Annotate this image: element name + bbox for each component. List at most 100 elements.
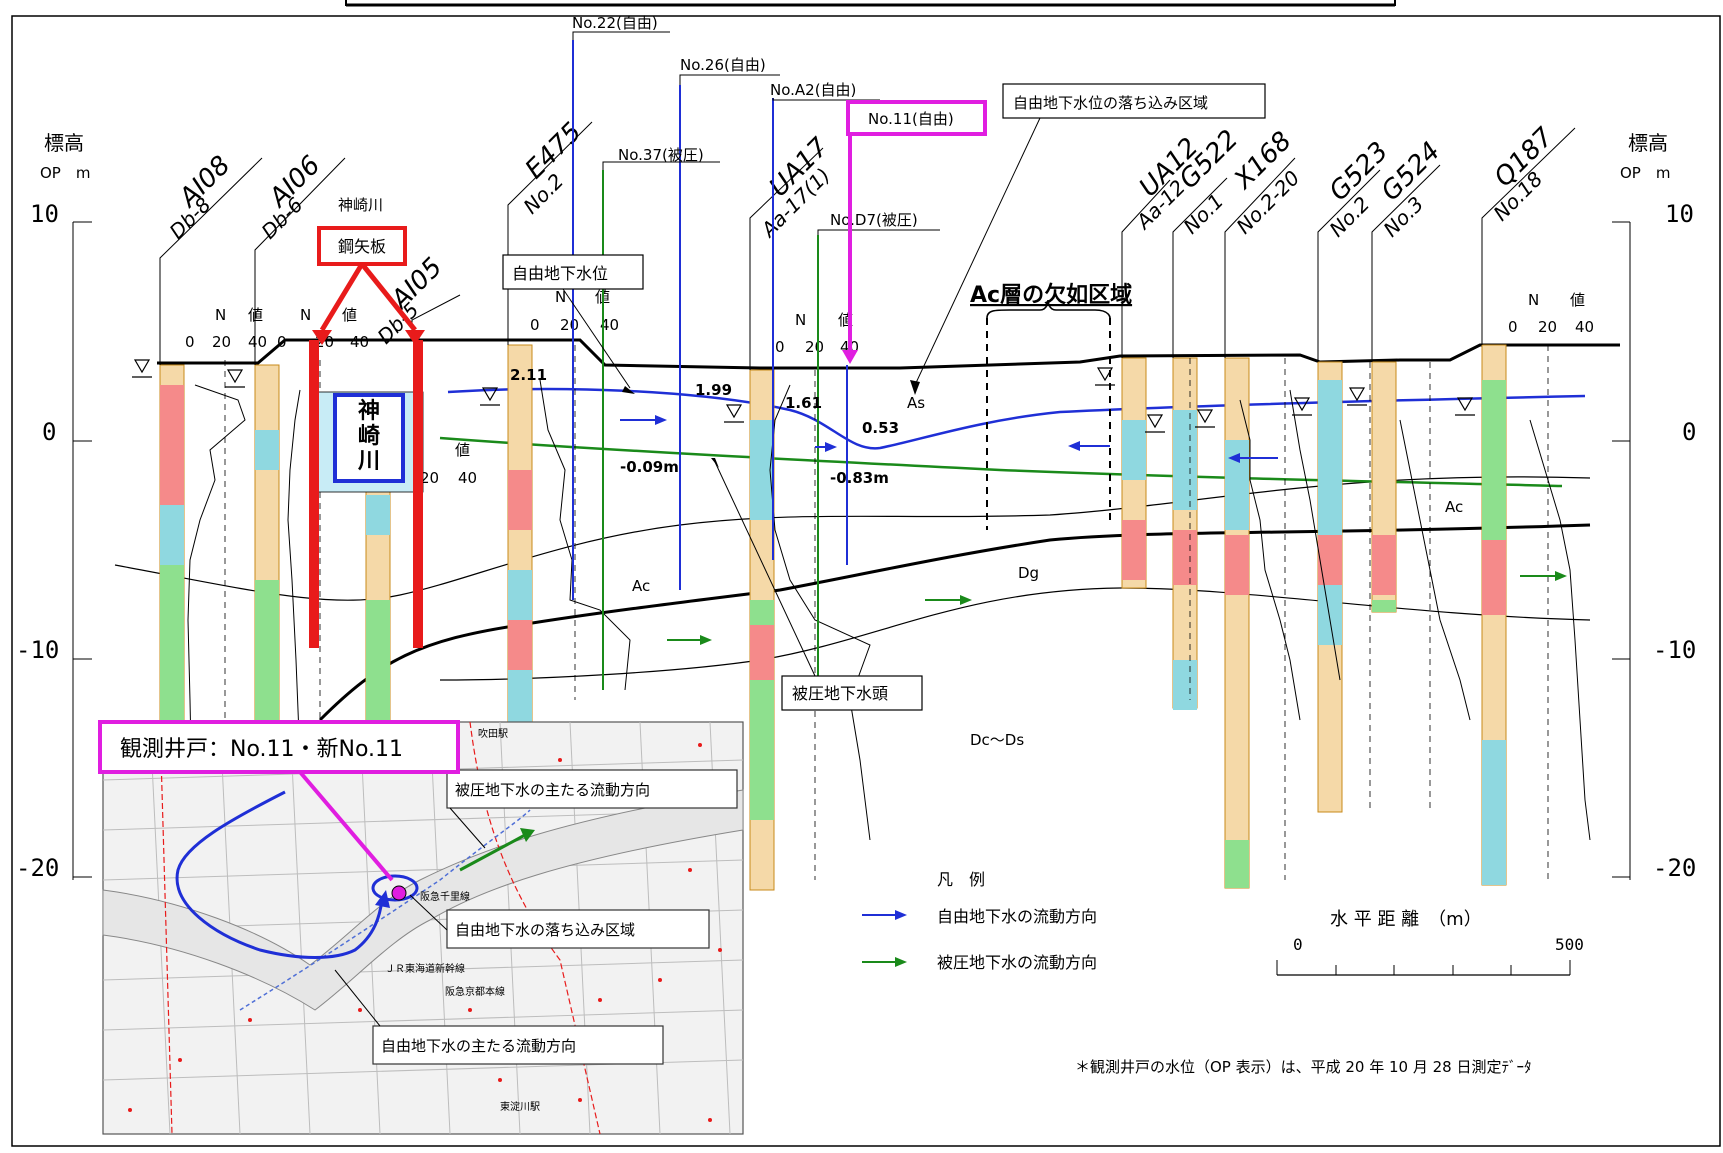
water-level-markers [132,359,1475,433]
map-station-top: 吹田駅 [478,727,508,740]
bh-sub-g523: No.2 [1325,192,1375,242]
legend-title: 凡 例 [937,870,985,889]
sheet-pile-left [309,340,319,648]
nvalue-chi-2: 値 [342,306,357,324]
river-name-box [333,393,405,483]
map-callout-drop-box [446,909,710,949]
no11-highlight: No.11(自由) [842,100,987,364]
bh-sub-e475: No.2 [519,169,569,219]
free-groundwater-line [447,387,1586,450]
layer-ac: Ac [632,577,650,595]
nvalue-chi-6: 値 [1570,291,1585,309]
nvalue-n-4: N [795,311,806,329]
scale-zero: 0 [1293,935,1303,954]
nvalue-tick-4a: 0 [775,338,785,356]
map-river [102,789,744,1011]
nvalue-tick-1a: 0 [185,333,195,351]
callout-confined-label: 被圧地下水頭 [792,684,888,703]
callout-free-gw-level: 自由地下水位 [502,254,644,394]
left-tick-0: 0 [42,418,56,446]
map-callout-drop: 自由地下水の落ち込み区域 [455,921,635,939]
map-well-no11-dot [391,885,407,901]
callout-drop-label: 自由地下水位の落ち込み区域 [1013,94,1208,112]
well-label-no26: No.26(自由) [680,56,766,74]
map-rail-shinkansen: ＪＲ東海道新幹線 [385,962,465,975]
left-tick-10: 10 [30,200,59,228]
right-axis-unit: OP m [1620,164,1670,182]
well-label-no37: No.37(被圧) [618,146,704,164]
layer-as: As [907,394,925,412]
steel-sheet-label: 鋼矢板 [338,237,386,256]
nvalue-chi-5: 値 [455,441,470,459]
value-labels: 2.11 1.99 1.61 0.53 -0.09m -0.83m [510,366,899,487]
map-rail-senri: 阪急千里線 [420,890,470,903]
inset-map: 吹田駅 阪急千里線 ＪＲ東海道新幹線 阪急京都本線 東淀川駅 被圧地下水の主たる… [98,720,744,1135]
nvalue-n-3: N [555,288,566,306]
legend-free-label: 自由地下水の流動方向 [937,907,1097,926]
scale-bar: 水 平 距 離 （m） 0 500 [1276,909,1584,976]
scale-max: 500 [1555,935,1584,954]
river-box-line1: 神 [358,398,380,424]
map-rail-kyoto: 阪急京都本線 [445,985,505,998]
map-station-higashi: 東淀川駅 [500,1100,540,1113]
map-section-line [239,809,531,1011]
nvalue-tick-6b: 20 [1538,318,1557,336]
nvalue-n-2: N [300,306,311,324]
left-tick-m10: -10 [16,636,59,664]
nvalue-tick-3c: 40 [600,316,619,334]
figure-frame [11,15,1721,1147]
nvalue-tick-6a: 0 [1508,318,1518,336]
nvalue-guides [224,345,1549,880]
river-box-line3: 川 [357,449,380,474]
map-drop-zone-ellipse [371,874,419,902]
nvalue-n-6: N [1528,291,1539,309]
well-label-nod7: No.D7(被圧) [830,211,918,229]
right-tick-10: 10 [1665,200,1694,228]
right-tick-0: 0 [1682,418,1696,446]
nvalue-tick-2c: 40 [350,333,369,351]
observation-wells [572,40,848,690]
right-axis-title: 標高 [1628,131,1668,155]
left-axis-title: 標高 [44,131,84,155]
ac-missing-zone: Ac層の欠如区域 [970,282,1132,530]
map-free-flow-loop [175,790,384,959]
well-label-no11: No.11(自由) [868,110,954,128]
value-m0-83: -0.83m [830,469,889,487]
value-2-11: 2.11 [510,366,547,384]
title-strip [345,0,1396,7]
left-axis-unit: OP m [40,164,90,182]
nvalue-tick-5b: 20 [420,469,439,487]
scale-title: 水 平 距 離 （m） [1330,909,1482,930]
layer-ac-right: Ac [1445,498,1463,516]
steel-sheet-pile: 鋼矢板 [309,226,425,648]
nvalue-tick-6c: 40 [1575,318,1594,336]
ac-missing-label: Ac層の欠如区域 [970,282,1132,308]
well-labels: No.22(自由) No.26(自由) No.A2(自由) No.37(被圧) … [572,14,940,235]
right-tick-m10: -10 [1653,636,1696,664]
well-label-noa2: No.A2(自由) [770,81,856,99]
bh-sub-g522: No.1 [1179,189,1229,239]
nvalue-tick-3b: 20 [560,316,579,334]
legend-confined-label: 被圧地下水の流動方向 [937,953,1097,972]
nvalue-n-1: N [215,306,226,324]
borehole-columns [159,344,1507,891]
river-box-line2: 崎 [358,424,380,449]
nvalue-chi-1: 値 [248,306,263,324]
callout-free-gw-label: 自由地下水位 [512,264,608,283]
map-callout-free: 自由地下水の主たる流動方向 [381,1037,576,1055]
bh-sub-g524: No.3 [1379,192,1429,242]
value-1-99: 1.99 [695,381,732,399]
right-tick-m20: -20 [1653,854,1696,882]
well-label-no22: No.22(自由) [572,14,658,32]
nvalue-tick-1b: 20 [212,333,231,351]
map-callout-confined: 被圧地下水の主たる流動方向 [455,781,650,799]
right-axis: 標高 OP m 10 0 -10 -20 [1612,131,1696,882]
left-tick-m20: -20 [16,854,59,882]
river-label: 神崎川 [338,196,383,214]
nvalue-tick-5c: 40 [458,469,477,487]
nvalue-tick-3a: 0 [530,316,540,334]
value-0-53: 0.53 [862,419,899,437]
callout-drop-zone: 自由地下水位の落ち込み区域 [910,83,1266,395]
map-callout-free-box [372,1025,664,1065]
